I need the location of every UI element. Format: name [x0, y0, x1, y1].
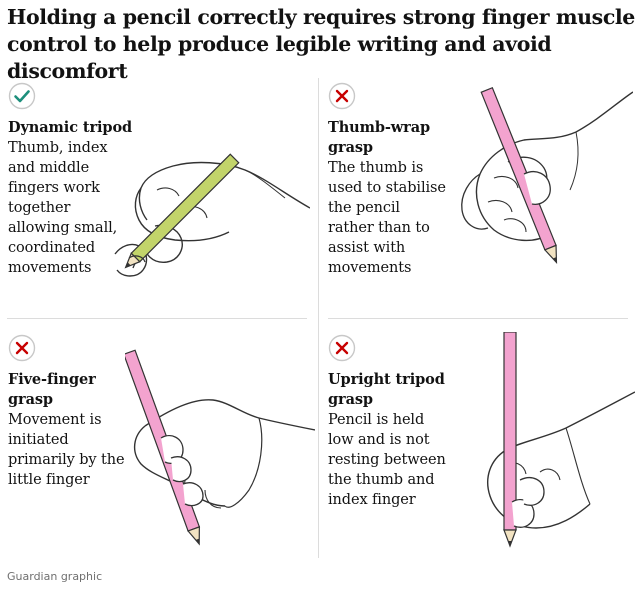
- credit-line: Guardian graphic: [7, 570, 103, 583]
- horizontal-divider-right: [328, 318, 628, 319]
- headline: Holding a pencil correctly requires stro…: [7, 5, 635, 83]
- panel-desc-line: index finger: [328, 492, 416, 508]
- hand-illustration-upright-tripod: [487, 332, 635, 548]
- panel-desc-line: The thumb is: [328, 160, 424, 176]
- panel-title: grasp: [8, 391, 53, 408]
- panel-desc-line: Thumb, index: [8, 140, 108, 156]
- panel-desc-line: Movement is: [8, 412, 102, 428]
- horizontal-divider-left: [7, 318, 307, 319]
- panel-desc-line: movements: [328, 260, 412, 276]
- check-icon: [8, 82, 36, 110]
- panel-desc-line: coordinated: [8, 240, 96, 256]
- panel-desc-line: allowing small,: [8, 220, 118, 236]
- panel-desc-line: used to stabilise: [328, 180, 446, 196]
- panel-desc-line: and middle: [8, 160, 90, 176]
- panel-desc-line: fingers work: [8, 180, 100, 196]
- panel-desc-line: Pencil is held: [328, 412, 425, 428]
- panel-desc-line: little finger: [8, 472, 90, 488]
- vertical-divider: [318, 78, 319, 558]
- panel-title: Dynamic tripod: [8, 119, 133, 136]
- cross-icon: [328, 334, 356, 362]
- panel-title: Upright tripod: [328, 371, 445, 388]
- hand-illustration-five-finger: [125, 349, 315, 546]
- hand-illustration-dynamic-tripod: [114, 153, 310, 277]
- hand-illustration-thumb-wrap: [461, 86, 633, 265]
- panel-title: grasp: [328, 139, 373, 156]
- cross-icon: [8, 334, 36, 362]
- panel-desc-line: together: [8, 200, 71, 216]
- panel-desc-line: low and is not: [328, 432, 430, 448]
- panel-desc-line: resting between: [328, 452, 446, 468]
- panel-desc-line: the thumb and: [328, 472, 435, 488]
- panel-desc-line: rather than to: [328, 220, 430, 236]
- panel-desc-line: the pencil: [328, 200, 400, 216]
- cross-icon: [328, 82, 356, 110]
- panel-desc-line: initiated: [8, 432, 69, 448]
- panel-title: grasp: [328, 391, 373, 408]
- panel-title: Thumb-wrap: [328, 119, 431, 136]
- panel-desc-line: primarily by the: [8, 452, 125, 468]
- panel-desc-line: assist with: [328, 240, 406, 256]
- panel-desc-line: movements: [8, 260, 92, 276]
- panel-title: Five-finger: [8, 371, 96, 388]
